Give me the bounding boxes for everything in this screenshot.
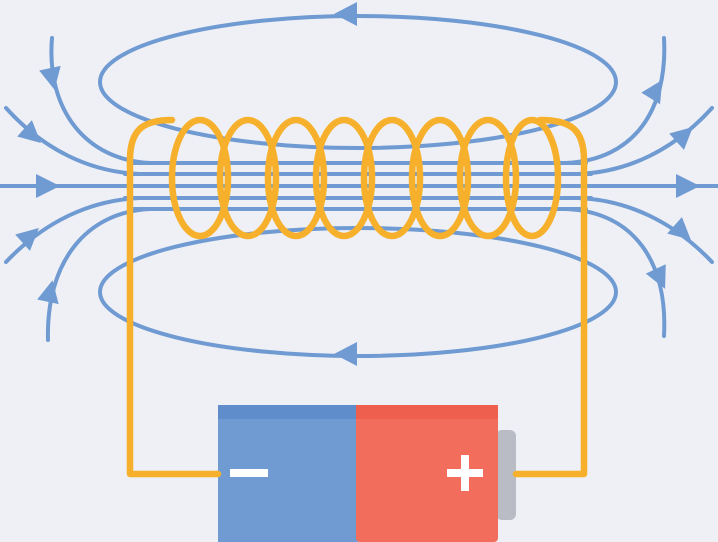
field-line-right-1 [564,36,667,165]
coil-turn [216,116,280,240]
battery: − + [218,405,516,542]
battery-positive-half [356,405,498,542]
arrow-down-icon [645,264,666,289]
field-line-right-3 [576,196,714,264]
arrow-right-icon [36,174,60,198]
coil-turn [456,116,520,240]
arrow-up-right-icon [669,126,693,150]
arrow-left-icon [334,342,357,366]
arrow-down-right-icon [17,120,41,144]
arrow-up-right-icon [641,79,663,105]
coil-turn [360,116,424,240]
field-line-left-2 [4,106,142,176]
field-line-left-3 [4,196,142,264]
arrow-up-icon [37,280,59,305]
plus-sign-vertical [461,455,469,491]
coil [126,116,588,478]
battery-terminal [496,430,516,520]
arrow-up-right-icon [15,227,39,251]
field-line-right-4 [564,207,667,338]
arrow-down-right-icon [667,217,691,241]
coil-turn [312,116,376,240]
arrow-right-icon [676,174,700,198]
field-line-left-1 [49,36,152,165]
coil-turn [168,116,232,240]
field-loop-top [98,14,618,150]
battery-positive-top-band [356,405,498,419]
magnetic-field [0,2,718,366]
field-loop-bottom [98,226,618,358]
wire-left [126,116,222,478]
coil-turn [264,116,328,240]
coil-turn [502,116,562,240]
field-line-right-2 [576,106,714,176]
field-line-left-4 [45,207,152,342]
arrow-left-icon [334,2,357,26]
minus-sign-icon [230,469,268,477]
wire-right [512,116,588,478]
arrow-down-icon [39,65,61,90]
battery-negative-top-band [218,405,358,419]
coil-turn [408,116,472,240]
